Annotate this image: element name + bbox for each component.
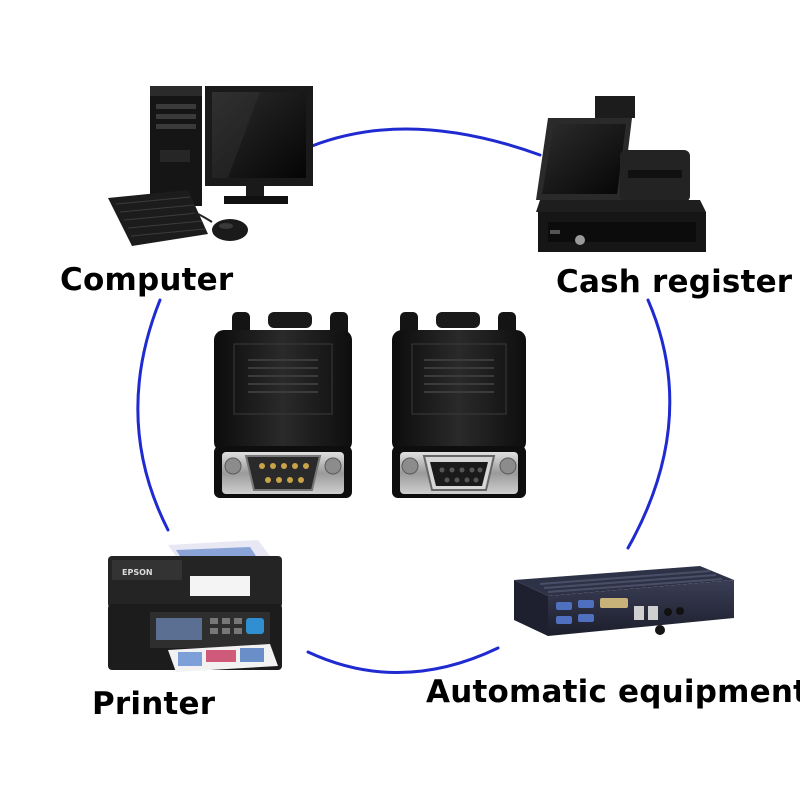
ring-arc-bottom — [306, 646, 500, 675]
industrial-pc-icon — [514, 566, 734, 636]
db9-female-connector-icon — [392, 312, 526, 498]
cash-register-icon — [536, 96, 706, 252]
ring-arc-left — [136, 298, 170, 532]
label-computer: Computer — [60, 262, 234, 298]
printer-brand-text: EPSON — [122, 568, 153, 577]
label-printer: Printer — [92, 686, 216, 722]
label-cash-register: Cash register — [556, 264, 793, 300]
connection-ring — [136, 127, 672, 675]
ring-arc-right — [626, 298, 672, 550]
computer-icon — [108, 86, 313, 246]
label-automatic-equipment: Automatic equipment — [426, 674, 800, 710]
ring-arc-top — [310, 127, 542, 157]
printer-icon — [108, 540, 282, 672]
db9-male-connector-icon — [214, 312, 352, 498]
